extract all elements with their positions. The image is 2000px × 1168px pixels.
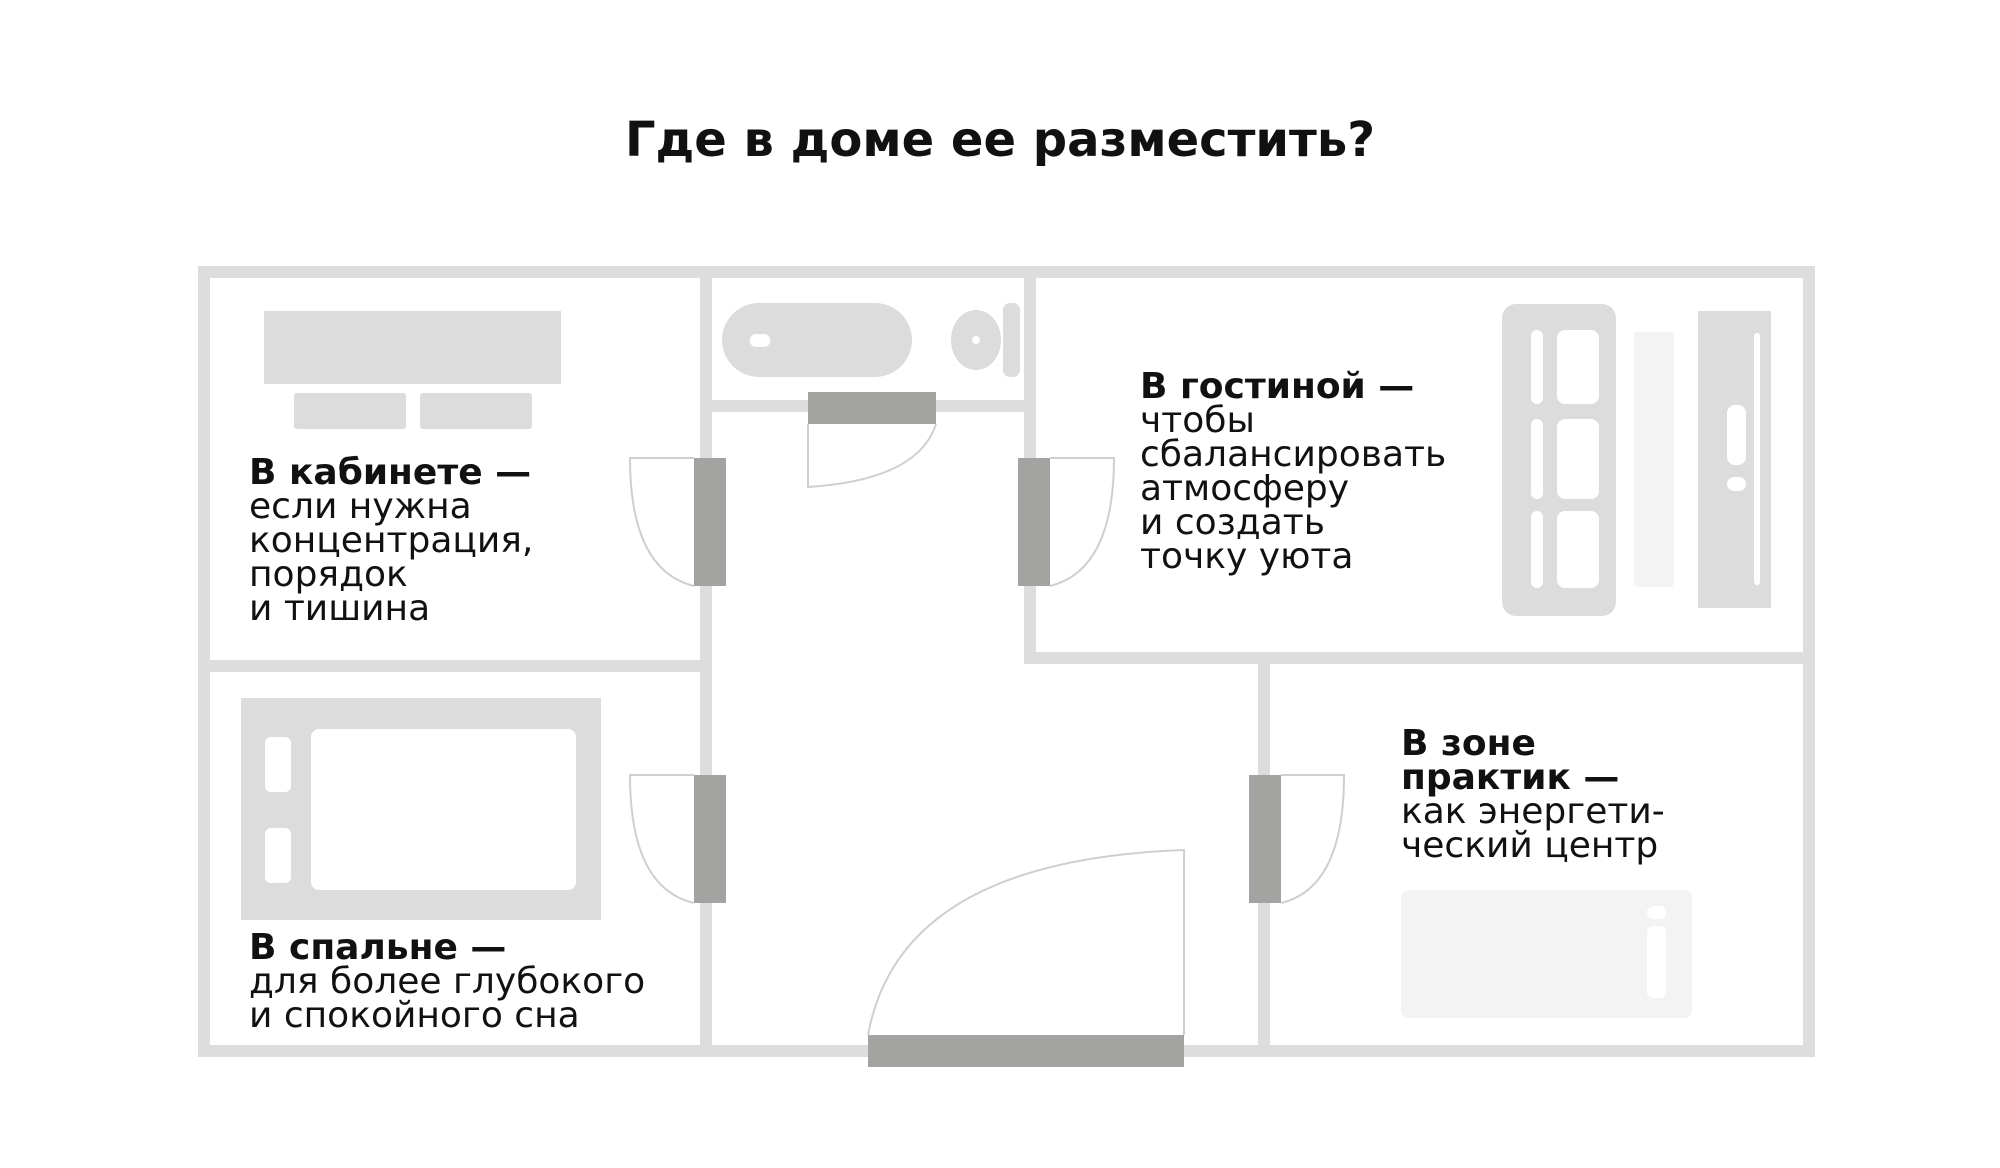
living-heading: В гостиной — [1140,366,1415,407]
practice-mat [1401,890,1692,1018]
practice-heading: В зоне практик — [1401,723,1620,798]
outer-wall-top [198,266,1815,278]
door-study [694,458,726,586]
practice-furniture [1401,890,1692,1018]
door-entrance-swing [867,848,1185,1036]
study-label: В кабинете — если нужна концентрация, по… [249,452,534,629]
toilet-tank [1003,303,1020,377]
sofa-cushion-2 [1557,330,1599,404]
door-living [1018,458,1050,586]
study-chair-right [420,393,532,429]
tv-cabinet-knob-2 [1727,477,1746,491]
practice-label: В зоне практик — как энергети- ческий це… [1401,723,1665,866]
wall-study-bedroom [198,660,712,672]
door-living-swing [1049,457,1116,587]
practice-text: как энергети- ческий центр [1401,791,1665,866]
page-title: Где в доме ее разместить? [624,112,1376,168]
door-study-swing [628,457,695,587]
study-heading: В кабинете — [249,452,532,493]
door-practice-swing [1280,774,1346,904]
door-entrance [868,1035,1184,1067]
door-bedroom-swing [628,774,695,904]
practice-mat-dot [1647,906,1666,919]
study-chair-left [294,393,406,429]
bed-pillow-2 [265,828,291,883]
study-furniture [264,311,561,429]
living-text: чтобы сбалансировать атмосферу и создать… [1140,400,1447,577]
study-desk [264,311,561,384]
tv-cabinet-line [1754,333,1760,585]
study-text: если нужна концентрация, порядок и тишин… [249,486,534,629]
bathtub-drain [750,334,770,347]
living-furniture [1502,304,1771,616]
coffee-table [1634,332,1674,587]
door-bathroom-swing [807,423,937,489]
bathtub [722,303,912,377]
bedroom-furniture [241,698,601,920]
door-bathroom [808,392,936,424]
toilet-hole [972,336,980,344]
living-label: В гостиной — чтобы сбалансировать атмосф… [1140,366,1447,577]
wall-living-bottom [1024,652,1815,664]
practice-mat-strip [1647,926,1666,998]
sofa-cushion-1 [1531,330,1543,404]
bed-mattress [311,729,576,890]
bed-pillow-1 [265,737,291,792]
bathroom-furniture [722,303,1020,377]
sofa-cushion-3 [1531,419,1543,499]
bedroom-heading: В спальне — [249,927,507,968]
sofa-cushion-6 [1557,511,1599,588]
door-practice [1249,775,1281,903]
doors [628,392,1346,1067]
door-bedroom [694,775,726,903]
sofa-cushion-5 [1531,511,1543,588]
bedroom-text: для более глубокого и спокойного сна [249,961,646,1036]
bedroom-label: В спальне — для более глубокого и спокой… [249,927,646,1036]
sofa-cushion-4 [1557,419,1599,499]
tv-cabinet-knob-1 [1727,405,1746,465]
